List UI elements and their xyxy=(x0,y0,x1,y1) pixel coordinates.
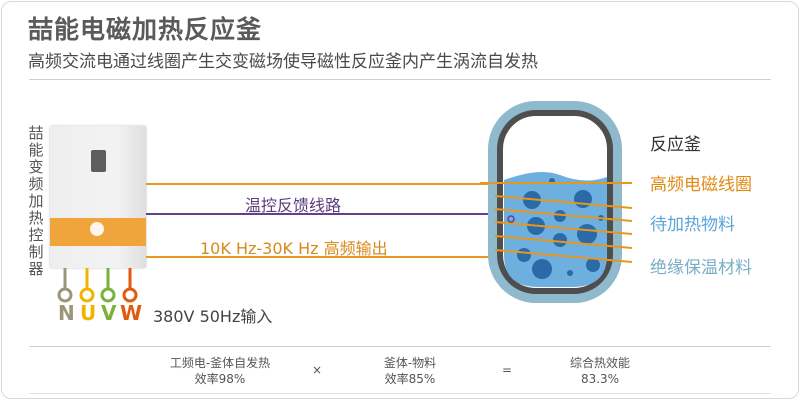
reactor-vessel-icon xyxy=(480,101,633,303)
legend-material: 待加热物料 xyxy=(650,215,735,235)
terminal-u: U xyxy=(80,301,97,325)
legend-reactor: 反应釜 xyxy=(650,135,701,155)
brand-logo-icon xyxy=(90,222,104,236)
controller-label: 喆能变频加热控制器 xyxy=(28,124,44,278)
feedback-line xyxy=(146,213,502,215)
formula-term2: 釜体-物料 效率85% xyxy=(360,355,460,387)
terminal-wires-icon xyxy=(57,268,138,303)
controller-device xyxy=(50,126,146,268)
coil-line-bottom xyxy=(146,256,491,258)
output-label: 10K Hz-30K Hz 高频输出 xyxy=(200,239,388,258)
terminal-n: N xyxy=(58,301,75,325)
result-line1: 综合热效能 xyxy=(569,356,630,370)
controller-band xyxy=(50,218,146,246)
multiply-operator: × xyxy=(312,363,323,377)
formula-result: 综合热效能 83.3% xyxy=(555,355,645,387)
page-title: 喆能电磁加热反应釜 xyxy=(28,15,263,44)
terminal-w: W xyxy=(120,301,143,325)
page-subtitle: 高频交流电通过线圈产生交变磁场使导磁性反应釜内产生涡流自发热 xyxy=(28,52,538,72)
equals-operator: = xyxy=(502,363,513,377)
terminal-v: V xyxy=(101,301,117,325)
term2-line2: 效率85% xyxy=(384,372,436,386)
legend-coil: 高频电磁线圈 xyxy=(650,175,752,195)
bottom-divider xyxy=(29,346,771,347)
top-divider xyxy=(29,79,771,80)
feedback-label: 温控反馈线路 xyxy=(245,196,342,215)
formula-term1: 工频电-釜体自发热 效率98% xyxy=(155,355,285,387)
legend-insulation: 绝缘保温材料 xyxy=(650,258,752,278)
term2-line1: 釜体-物料 xyxy=(383,356,437,370)
term1-line2: 效率98% xyxy=(194,372,246,386)
power-input-label: 380V 50Hz输入 xyxy=(153,307,273,326)
result-line2: 83.3% xyxy=(580,372,620,386)
coil-line-top xyxy=(146,183,491,185)
footer-divider xyxy=(30,393,770,394)
term1-line1: 工频电-釜体自发热 xyxy=(169,356,271,370)
control-panel-icon xyxy=(91,150,106,172)
